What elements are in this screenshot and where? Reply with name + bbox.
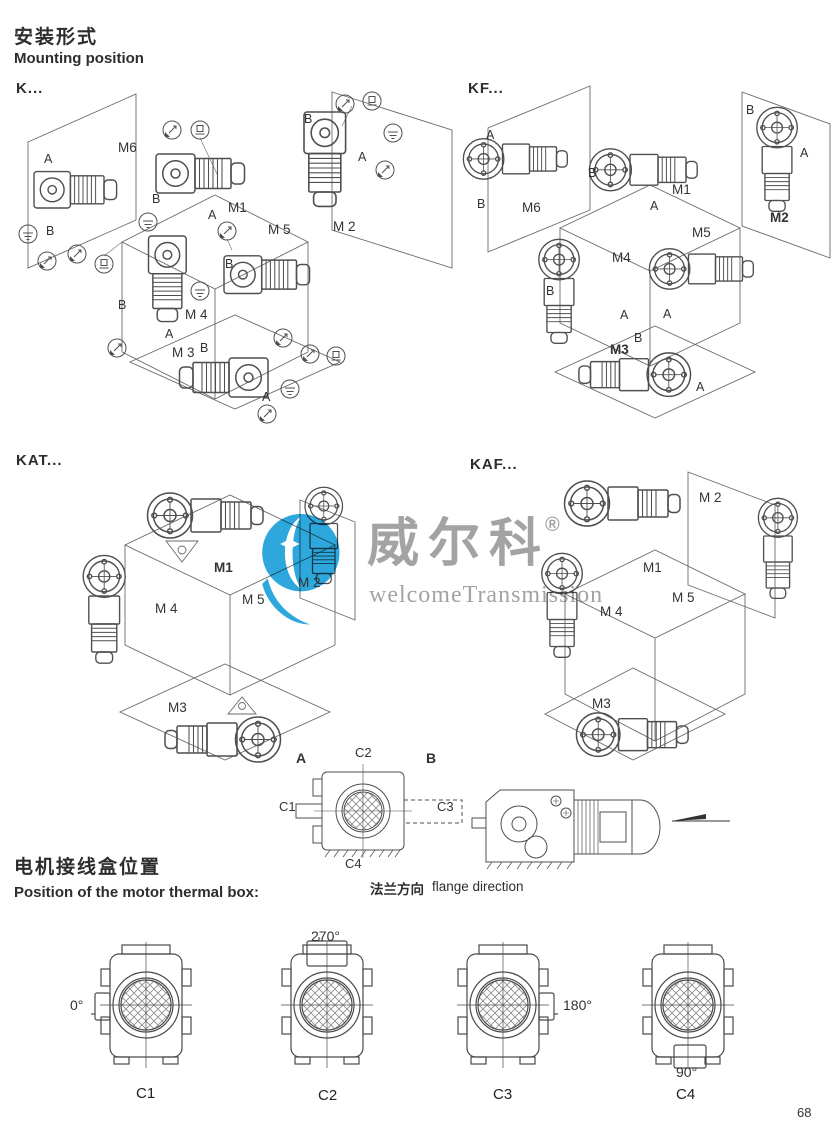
flange-caption-zh: 法兰方向 [370, 882, 424, 897]
k-shaft-letter: A [262, 390, 271, 404]
angle-label-c1: 0° [70, 997, 84, 1013]
kat-position-m4: M 4 [155, 601, 178, 616]
kat-position-m3: M3 [168, 700, 187, 715]
motor-front-view [457, 942, 558, 1068]
flange-side-a: A [296, 750, 307, 766]
motor-label-c3: C3 [493, 1086, 513, 1103]
kaf-position-m5: M 5 [672, 590, 695, 605]
watermark: 威尔科 ® welcomeTransmission [233, 502, 643, 637]
kf-position-m6: M6 [522, 200, 541, 215]
page-title-en: Mounting position [14, 50, 144, 67]
kat-position-m5: M 5 [242, 592, 265, 607]
kaf-position-m3: M3 [592, 696, 611, 711]
k-position-m1: M1 [228, 200, 247, 215]
kaf-diagram-art [541, 471, 799, 761]
k-shaft-letter: B [304, 112, 313, 126]
k-position-m2: M 2 [333, 219, 356, 234]
kf-position-m1: M1 [672, 182, 691, 197]
motor-c2 [249, 927, 405, 1088]
flange-front-view-art [295, 764, 463, 858]
watermark-subtitle: welcomeTransmission [369, 582, 604, 608]
kat-position-m1: M1 [214, 560, 233, 575]
motor-c4 [610, 927, 766, 1088]
kf-shaft-letter: A [696, 380, 705, 394]
k-position-m3: M 3 [172, 345, 195, 360]
k-shaft-letter: A [165, 327, 174, 341]
kaf-position-m4: M 4 [600, 604, 623, 619]
angle-label-c2: 270° [311, 928, 340, 944]
section-label-kf: KF... [468, 80, 504, 97]
flange-c1: C1 [279, 799, 296, 814]
kaf-position-m2: M 2 [699, 490, 722, 505]
kf-shaft-letter: B [546, 284, 555, 298]
k-position-m4: M 4 [185, 307, 208, 322]
direction-arrow [672, 814, 730, 822]
registered-mark-icon: ® [545, 514, 560, 536]
k-position-m6: M6 [118, 140, 137, 155]
flange-c4: C4 [345, 856, 362, 871]
watermark-brand: 威尔科 [367, 514, 551, 574]
kf-shaft-letter: A [486, 128, 495, 142]
motor-front-view [91, 942, 192, 1068]
gearmotor-side-view-art [471, 789, 661, 870]
kf-shaft-letter: B [634, 331, 643, 345]
k-shaft-letter: B [118, 298, 127, 312]
k-shaft-letter: A [208, 208, 217, 222]
kf-position-m5: M5 [692, 225, 711, 240]
kf-position-m4: M4 [612, 250, 631, 265]
kf-shaft-letter: B [477, 197, 486, 211]
motor-c3 [425, 927, 581, 1088]
k-shaft-letter: B [46, 224, 55, 238]
k-shaft-letter: A [44, 152, 53, 166]
section-label-k: K... [16, 80, 44, 97]
kf-position-m2: M2 [770, 210, 789, 225]
kf-position-m3: M3 [610, 342, 629, 357]
terminal-title-en: Position of the motor thermal box: [14, 884, 260, 901]
k-shaft-letter: B [200, 341, 209, 355]
section-label-kat: KAT... [16, 452, 63, 469]
motor-front-view [642, 942, 734, 1069]
kf-shaft-letter: A [663, 307, 672, 321]
k-shaft-letter: B [225, 257, 234, 271]
kf-shaft-letter: A [800, 146, 809, 160]
terminal-title-zh: 电机接线盒位置 [14, 857, 162, 878]
kf-shaft-letter: B [588, 166, 597, 180]
motor-label-c1: C1 [136, 1085, 156, 1102]
kf-shaft-letter: A [650, 199, 659, 213]
motor-label-c2: C2 [318, 1087, 338, 1104]
section-label-kaf: KAF... [470, 456, 518, 473]
k-position-m5: M 5 [268, 222, 291, 237]
page-number: 68 [797, 1105, 812, 1120]
kf-shaft-letter: B [746, 103, 755, 117]
page-title-zh: 安装形式 [14, 27, 99, 48]
motor-front-view [281, 937, 373, 1068]
flange-side-b: B [426, 750, 437, 766]
kat-position-m2: M 2 [298, 575, 321, 590]
watermark-logo-icon [262, 514, 340, 625]
flange-caption-en: flange direction [432, 879, 524, 894]
kf-shaft-letter: A [620, 308, 629, 322]
flange-c3: C3 [437, 799, 454, 814]
motor-label-c4: C4 [676, 1086, 696, 1103]
k-shaft-letter: A [358, 150, 367, 164]
k-shaft-letter: B [152, 192, 161, 206]
kf-diagram-art [462, 85, 831, 419]
angle-label-c4: 90° [676, 1064, 698, 1080]
kaf-position-m1: M1 [643, 560, 662, 575]
angle-label-c3: 180° [563, 997, 592, 1013]
flange-c2: C2 [355, 745, 372, 760]
k-diagram-art [18, 91, 453, 424]
motor-c1 [68, 927, 224, 1088]
